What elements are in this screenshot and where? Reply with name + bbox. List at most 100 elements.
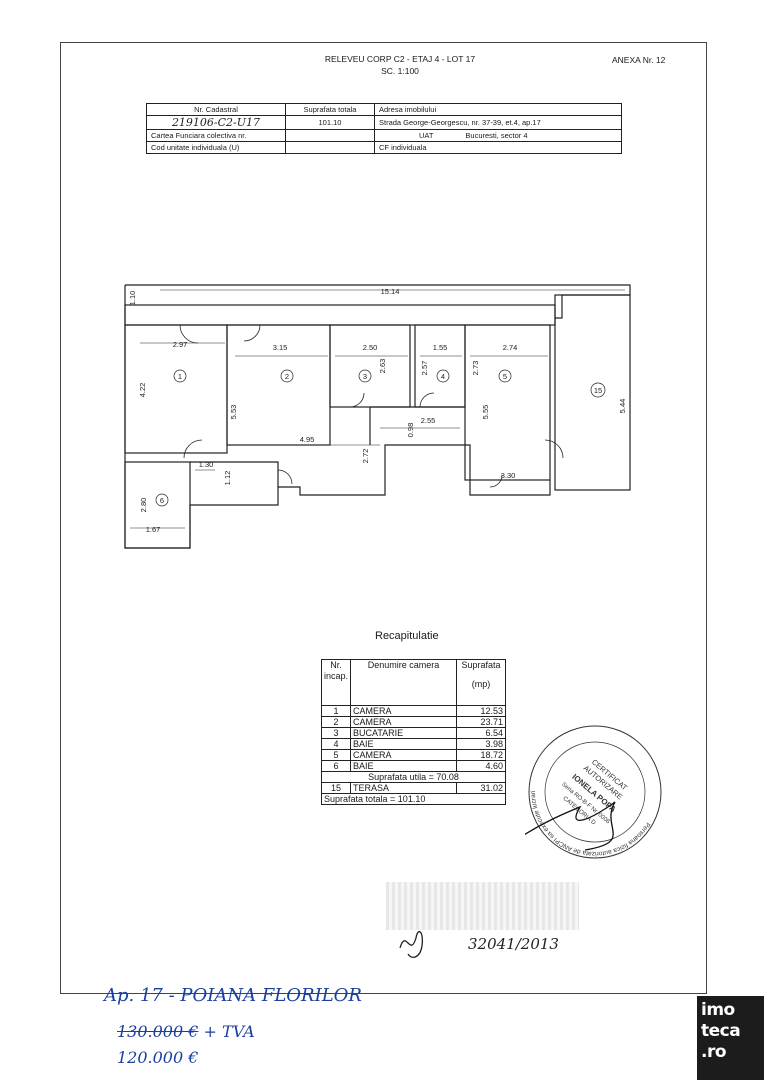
recap-cell-area: 23.71 bbox=[456, 716, 506, 728]
certification-stamp: Persoana fizica autorizata de ANCPI sa e… bbox=[525, 725, 662, 862]
plan-dim: 4.95 bbox=[300, 435, 315, 444]
recap-head-area: Suprafata (mp) bbox=[456, 659, 506, 706]
recap-cell-name: BUCATARIE bbox=[350, 727, 457, 739]
plan-dim: 1.55 bbox=[433, 343, 448, 352]
plan-dim: 5.44 bbox=[618, 399, 627, 414]
plan-room-label: 3 bbox=[363, 372, 367, 381]
imoteca-logo: imo teca .ro bbox=[697, 996, 764, 1080]
recap-cell-name: CAMERA bbox=[350, 716, 457, 728]
plan-dim: 4.22 bbox=[138, 383, 147, 398]
recap-total-area: Suprafata totala = 101.10 bbox=[321, 793, 506, 805]
plan-dim: 2.55 bbox=[421, 416, 436, 425]
plan-dim: 15.14 bbox=[381, 287, 400, 296]
plan-dim: 2.63 bbox=[378, 359, 387, 374]
plan-door-arc bbox=[419, 392, 435, 408]
plan-room-label: 5 bbox=[503, 372, 507, 381]
recap-cell-area: 4.60 bbox=[456, 760, 506, 772]
plan-room-6 bbox=[124, 461, 191, 549]
recap-cell-nr: 15 bbox=[320, 782, 352, 794]
plan-door-arc bbox=[349, 392, 365, 408]
plan-dim: 1.67 bbox=[146, 525, 161, 534]
recap-cell-name: BAIE bbox=[350, 738, 457, 750]
uat-label: UAT bbox=[419, 131, 434, 140]
plan-dim: 2.72 bbox=[361, 449, 370, 464]
blurred-registration-stamp bbox=[386, 882, 579, 930]
plan-dim: 2.73 bbox=[471, 361, 480, 376]
plan-door-arc bbox=[277, 469, 293, 485]
plan-door-arc bbox=[179, 324, 199, 344]
recap-cell-name: CAMERA bbox=[350, 705, 457, 717]
recap-head-name: Denumire camera bbox=[350, 659, 457, 706]
old-price: 130.000 € bbox=[117, 1022, 199, 1041]
plan-room-15 bbox=[554, 294, 631, 491]
handwritten-apartment-note: Ap. 17 - POIANA FLORILOR bbox=[104, 985, 362, 1006]
recap-cell-area: 3.98 bbox=[456, 738, 506, 750]
registration-number: 32041/2013 bbox=[468, 935, 559, 953]
plan-dim: 3.15 bbox=[273, 343, 288, 352]
recap-cell-area: 12.53 bbox=[456, 705, 506, 717]
new-price: 120.000 € bbox=[117, 1048, 199, 1067]
logo-line: teca bbox=[701, 1021, 741, 1041]
recap-cell-name: BAIE bbox=[350, 760, 457, 772]
recap-cell-nr: 4 bbox=[320, 738, 352, 750]
plan-door-arc bbox=[183, 439, 203, 459]
recap-cell-nr: 6 bbox=[320, 760, 352, 772]
plan-door-arc bbox=[243, 324, 261, 342]
plan-dim: 0.98 bbox=[406, 423, 415, 438]
recap-cell-area: 18.72 bbox=[456, 749, 506, 761]
plan-door-arc bbox=[544, 439, 564, 459]
svg-text:Persoana fizica autorizata de: Persoana fizica autorizata de ANCPI sa e… bbox=[525, 763, 651, 862]
plan-dim: 5.55 bbox=[481, 405, 490, 420]
plan-room-marker bbox=[498, 369, 512, 383]
recap-cell-name: TERASA bbox=[350, 782, 457, 794]
handwritten-price-line: 130.000 € + TVA bbox=[117, 1022, 255, 1041]
recap-head-unit: (mp) bbox=[471, 679, 491, 689]
recap-useful-area: Suprafata utila = 70.08 bbox=[321, 771, 506, 783]
signature-scribble bbox=[525, 801, 616, 851]
plan-door-arc bbox=[489, 474, 503, 488]
plan-room-marker bbox=[358, 369, 372, 383]
plan-dim: 1.12 bbox=[223, 471, 232, 486]
plan-corridor bbox=[190, 444, 551, 496]
plan-wall-block-top bbox=[124, 304, 556, 326]
document-frame bbox=[60, 42, 707, 994]
logo-line: .ro bbox=[701, 1042, 727, 1062]
recap-table: Nr. incap. Denumire camera Suprafata (mp… bbox=[320, 659, 506, 805]
document-title-block: RELEVEU CORP C2 - ETAJ 4 - LOT 17 SC. 1:… bbox=[300, 53, 500, 77]
recap-cell-area: 31.02 bbox=[456, 782, 506, 794]
plan-room-label: 4 bbox=[441, 372, 445, 381]
document-scale: SC. 1:100 bbox=[381, 66, 419, 76]
cadastral-table: Nr. Cadastral Suprafata totala Adresa im… bbox=[146, 103, 622, 154]
plan-room-marker bbox=[436, 369, 450, 383]
recap-cell-nr: 2 bbox=[320, 716, 352, 728]
recap-cell-nr: 1 bbox=[320, 705, 352, 717]
unit-label: Cod unitate individuala (U) bbox=[146, 141, 286, 154]
scribble-mark bbox=[399, 930, 424, 958]
plan-dim: 2.97 bbox=[173, 340, 188, 349]
plan-dim: 1.30 bbox=[199, 460, 214, 469]
plan-room-marker bbox=[155, 493, 169, 507]
plan-dim: 5.53 bbox=[229, 405, 238, 420]
recap-cell-area: 6.54 bbox=[456, 727, 506, 739]
annex-number: ANEXA Nr. 12 bbox=[612, 55, 666, 65]
recap-cell-nr: 3 bbox=[320, 727, 352, 739]
vat-note: + TVA bbox=[203, 1022, 255, 1041]
plan-dim: 2.74 bbox=[503, 343, 518, 352]
plan-room-3 bbox=[329, 324, 411, 408]
plan-room-marker bbox=[590, 382, 606, 398]
plan-dim: 1.10 bbox=[128, 291, 137, 306]
logo-line: imo bbox=[701, 1000, 735, 1020]
plan-dim: 3.30 bbox=[501, 471, 516, 480]
recap-title: Recapitulatie bbox=[375, 630, 439, 642]
recap-cell-nr: 5 bbox=[320, 749, 352, 761]
recap-head-nr: Nr. incap. bbox=[320, 659, 352, 706]
plan-hall bbox=[369, 406, 465, 445]
plan-room-label: 2 bbox=[285, 372, 289, 381]
